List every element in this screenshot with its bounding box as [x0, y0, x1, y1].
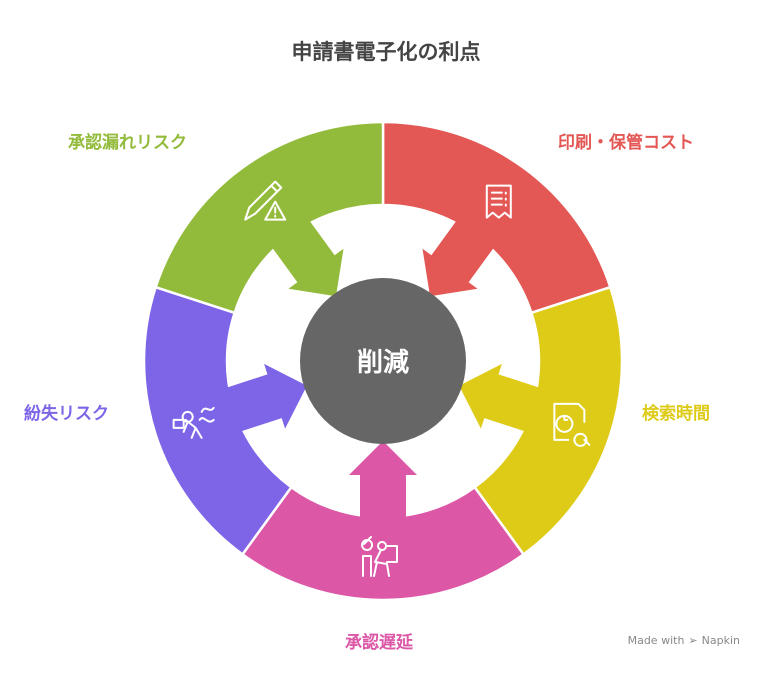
arrow	[270, 218, 344, 297]
waiting-person-icon	[361, 536, 398, 577]
segment-3	[240, 441, 526, 602]
footer: Made with ➢ Napkin	[628, 634, 740, 647]
ring-segment	[381, 120, 612, 315]
label-loss-risk: 紛失リスク	[24, 404, 109, 424]
arrow	[349, 441, 417, 521]
pencil-warning-icon	[244, 180, 287, 221]
ring-segment	[142, 285, 294, 557]
footer-brand: Napkin	[701, 634, 740, 647]
center-circle	[300, 278, 466, 444]
label-print-storage-cost: 印刷・保管コスト	[558, 133, 694, 153]
center-label: 削減	[356, 348, 409, 378]
ring-segment	[240, 485, 526, 602]
label-search-time: 検索時間	[642, 404, 710, 424]
arrow	[459, 363, 543, 433]
segment-5	[154, 120, 385, 315]
label-approval-delay: 承認遅延	[345, 633, 413, 653]
segment-2	[459, 285, 624, 557]
ring-segment	[154, 120, 385, 315]
segment-1	[381, 120, 612, 315]
receipt-icon	[485, 184, 512, 219]
label-approval-omission-risk: 承認漏れリスク	[68, 133, 187, 153]
footer-text: Made with	[627, 634, 685, 647]
document-search-clock-icon	[553, 402, 591, 447]
running-person-icon	[172, 406, 215, 439]
segment-4	[142, 285, 307, 557]
arrow	[422, 218, 496, 297]
ring-segment	[472, 285, 624, 557]
diagram-title: 申請書電子化の利点	[291, 40, 481, 64]
arrow	[223, 363, 307, 433]
napkin-logo-icon: ➢	[688, 634, 698, 647]
